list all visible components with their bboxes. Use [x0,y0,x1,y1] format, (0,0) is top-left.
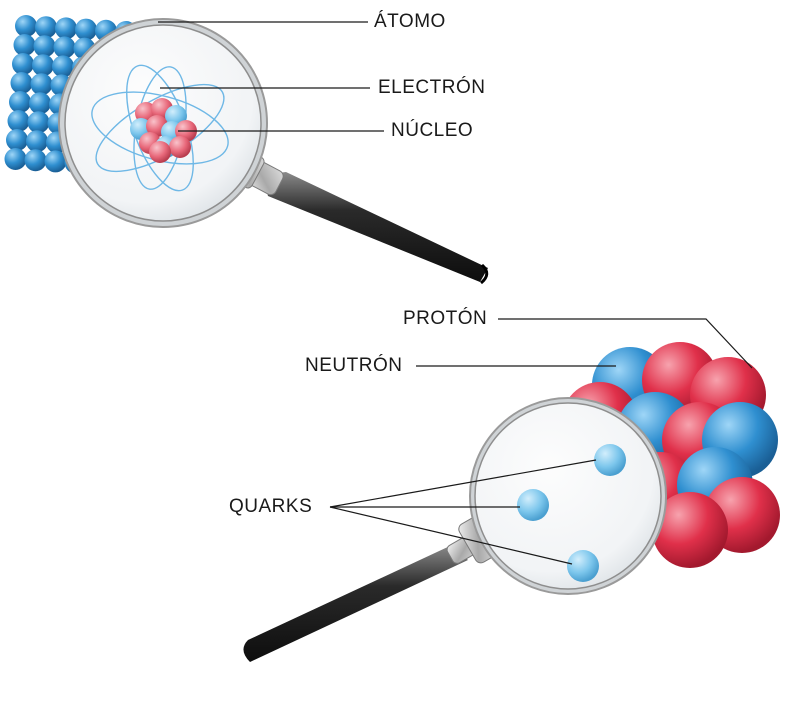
magnifier-lens-bottom [469,397,667,595]
atom-sphere [75,18,97,41]
atom-sphere [13,34,36,56]
atom-sphere [7,110,30,132]
atom-sphere [4,148,27,170]
proton [652,492,728,568]
atom-sphere [15,15,37,37]
atom-sphere [44,150,67,173]
neutron-label: NEUTRÓN [305,355,403,376]
atom-sphere [33,35,56,58]
atom-sphere [30,73,53,96]
atom-sphere [35,16,57,39]
atom-sphere [55,17,77,40]
atom-sphere [12,53,34,75]
quarks-leader-3 [329,506,573,565]
atom-sphere [6,129,28,151]
quark [567,550,599,582]
atom-sphere [26,130,48,153]
magnifier-handle-top [233,151,489,285]
proton-label: PROTÓN [403,308,488,329]
atom-sphere [32,54,54,77]
proton-small [169,136,191,158]
atom-sphere [53,36,76,59]
atom-sphere [9,91,31,113]
quarks-label: QUARKS [229,496,313,517]
quark [594,444,626,476]
magnifier-handle-bottom [243,516,498,662]
nucleus-label: NÚCLEO [391,120,474,141]
leader-lines [158,21,753,565]
magnifier-lens-top [58,18,268,228]
quarks-leader-1 [329,459,597,508]
proton-leader [498,318,753,369]
atom-sphere [24,149,47,172]
atom-sphere [52,55,74,78]
atom-sphere [29,92,51,115]
atom-label: ÁTOMO [374,11,446,32]
electron-label: ELECTRÓN [378,77,486,98]
proton-small [149,141,171,163]
atom-sphere [27,111,50,134]
quark [517,489,549,521]
atom-sphere [10,72,33,94]
